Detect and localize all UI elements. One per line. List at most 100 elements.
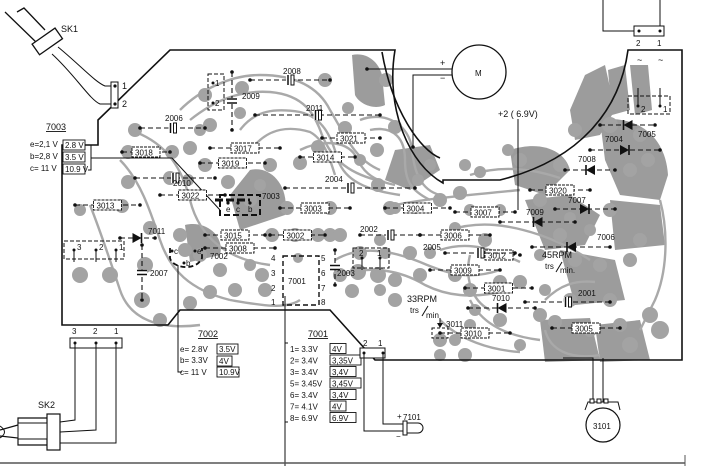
table-title: 7003: [46, 122, 66, 132]
solder-point: [203, 233, 207, 237]
table-pin: 1= 3.3V: [290, 345, 318, 354]
solder-point: [323, 233, 327, 237]
pcb-pad: [534, 249, 546, 261]
table-pin: c= 11 V: [180, 368, 207, 377]
pcb-pad: [338, 121, 352, 135]
table-value: 6.9V: [332, 414, 349, 423]
resistor-label: 3003: [304, 205, 322, 214]
solder-point: [518, 253, 522, 257]
motor-plus: +: [440, 58, 445, 68]
diode-label: 7007: [568, 196, 586, 205]
solder-point: [383, 206, 387, 210]
pcb-pad: [633, 233, 647, 247]
ac-symbol: ~: [658, 55, 663, 65]
resistor-3001: 3001: [484, 282, 513, 294]
pin-label: 1: [378, 339, 383, 348]
diode-7008: 7008: [578, 155, 596, 175]
table-value: 3,4V: [332, 391, 349, 400]
solder-point: [253, 113, 257, 117]
header-pin: 1: [119, 243, 124, 252]
ic-pin: 1: [271, 298, 276, 307]
pcb-pad: [459, 159, 471, 171]
unit: min.: [560, 266, 575, 275]
pin-label: 2: [93, 327, 98, 336]
sk1-pin-2: 2: [122, 99, 127, 109]
pcb-pad: [379, 247, 391, 259]
pcb-pad: [469, 304, 481, 316]
transistor-7002-table: 7002 e= 2.8V b= 3.3V c= 11 V 3.5V 4V 10.…: [177, 265, 241, 378]
capacitor-2002: 2002: [360, 225, 395, 241]
capacitor-label: 2003: [337, 269, 355, 278]
pcb-pad: [553, 158, 567, 172]
table-value: 10.9V: [219, 368, 241, 377]
pcb-pad: [374, 234, 386, 246]
header-block: 3 2 1: [63, 240, 125, 262]
transistor-label: 7003: [262, 192, 280, 201]
solder-point: [463, 286, 467, 290]
pcb-pad: [568, 123, 582, 137]
diode-label: 7006: [597, 233, 615, 242]
solder-point: [268, 233, 272, 237]
solder-point: [203, 246, 207, 250]
resistor-3020: 3020: [545, 184, 575, 196]
ic-pin: 8: [321, 298, 326, 307]
sk1-label: SK1: [61, 24, 78, 34]
ic-pin: 7: [321, 284, 326, 293]
solder-point: [513, 210, 517, 214]
pcb-pad: [213, 263, 227, 277]
pcb-pad: [178, 243, 192, 257]
board-outline: [61, 49, 683, 361]
resistor-3010: 3010: [460, 327, 490, 339]
solder-point: [530, 245, 534, 249]
transistor-pin: c: [236, 205, 240, 214]
pcb-pad: [424, 159, 436, 171]
pcb-pad: [354, 154, 366, 166]
pin-label: 1: [657, 39, 662, 48]
pcb-pad: [478, 233, 492, 247]
sk1-pin-1: 1: [122, 81, 127, 91]
solder-point: [140, 298, 144, 302]
diode-label: 7011: [148, 227, 166, 236]
solder-point: [438, 331, 442, 335]
pcb-pad: [121, 145, 135, 159]
jumper-pin: 1: [215, 79, 220, 88]
solder-point: [533, 306, 537, 310]
solder-point: [553, 207, 557, 211]
pcb-pad: [258, 283, 272, 297]
pcb-pad: [345, 284, 359, 298]
resistor-label: 3008: [229, 245, 247, 254]
header-pin: 2: [99, 243, 104, 252]
table-value: 2.8 V: [65, 141, 84, 150]
header-pin: 3: [77, 243, 82, 252]
pin-label: 2: [363, 339, 368, 348]
unit: trs: [545, 262, 554, 271]
solder-point: [613, 207, 617, 211]
resistor-3004: 3004: [403, 202, 432, 214]
solder-point: [138, 203, 142, 207]
resistor-3021: 3021: [336, 132, 366, 144]
pcb-pad: [651, 321, 669, 339]
diode-label: 7010: [492, 294, 510, 303]
led-7101: 2 1 7101 + −: [359, 339, 424, 441]
pcb-pad: [371, 178, 385, 192]
solder-point: [613, 168, 617, 172]
pcb-pad: [513, 275, 527, 289]
solder-point: [333, 283, 337, 287]
pcb-pad: [198, 88, 212, 102]
bridge-pin: 2: [641, 105, 646, 114]
solder-point: [563, 168, 567, 172]
capacitor-label: 2010: [173, 179, 191, 188]
ac-symbol: ~: [637, 55, 642, 65]
resistor-label: 3019: [222, 160, 240, 169]
ic-pin: 5: [321, 254, 326, 263]
solder-point: [263, 233, 267, 237]
solder-point: [448, 206, 452, 210]
diode-label: 7008: [578, 155, 596, 164]
led-label: 7101: [403, 413, 421, 422]
solder-point: [418, 233, 422, 237]
pcb-pad: [293, 253, 303, 263]
power-connector: 2 1 ~ ~: [602, 0, 665, 65]
table-value: 4V: [219, 357, 229, 366]
resistor-3007: 3007: [470, 206, 500, 218]
